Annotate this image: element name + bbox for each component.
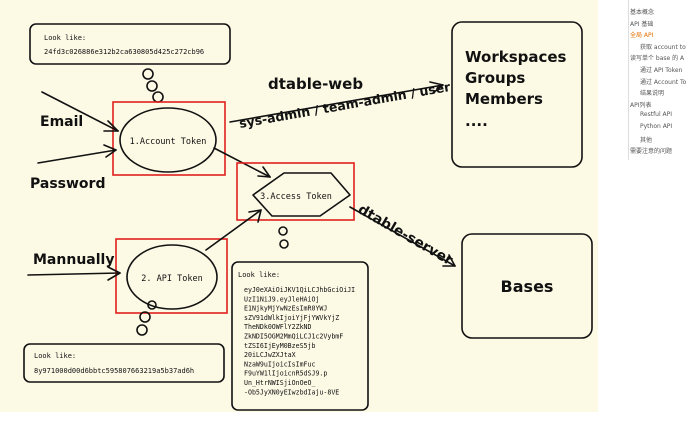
access-token-label: 3.Access Token: [260, 192, 332, 202]
thought-bubble-dot: [279, 239, 289, 249]
dtable-server-arrow: [349, 206, 456, 267]
toc-item[interactable]: 基本概念: [630, 9, 655, 16]
access-token-line: UzI1NiJ9.eyJleHAiOj: [244, 295, 319, 303]
access-token-line: ZkNDI5OGM2MmQiLCJ1c2VybmF: [244, 333, 343, 341]
thought-bubble-dot: [142, 68, 154, 80]
bases-box: [461, 233, 593, 339]
api-to-access-arrow: [205, 209, 262, 251]
access-token-line: 20iLCJwZXJtaX: [244, 351, 296, 359]
password-arrow: [37, 149, 117, 164]
thought-bubble-dot: [136, 324, 148, 336]
access-token-line: F9uYW1lIjoicnR5dSJ9.p: [244, 370, 327, 378]
toc-item[interactable]: 需要注意的问题: [630, 148, 673, 156]
password-arrowhead: [103, 144, 117, 158]
thought-bubble-dot: [278, 226, 288, 236]
api-token-label: 2. API Token: [141, 274, 202, 284]
bases-label: Bases: [501, 277, 554, 296]
access-token-line: NzaW9uIjoicIsImFuc: [244, 360, 315, 368]
email-arrow: [41, 91, 119, 132]
access-token-note-label: Look like:: [238, 271, 280, 279]
toc-divider: [628, 0, 629, 160]
dtable-web-arrowhead: [429, 81, 444, 94]
access-token-line: E1NjkyMjYwNzEsImR0YWJ: [244, 305, 327, 313]
password-label: Password: [30, 176, 105, 192]
diagram-canvas: Look like: 24fd3c026886e312b2ca630805d42…: [0, 0, 598, 412]
access-token-line: TheNDk0OWFlY2ZkND: [244, 323, 312, 331]
table-of-contents: 基本概念 API 基础全局 API 获取 account to 读写单个 base 的…: [630, 0, 690, 427]
account-token-highlight: [112, 101, 226, 176]
email-label: Email: [40, 114, 83, 130]
api-token-ellipse: [126, 244, 218, 310]
api-token-note-label: Look like:: [34, 352, 76, 360]
toc-item[interactable]: Restful API: [640, 111, 673, 119]
toc-item[interactable]: 其他: [640, 136, 653, 144]
access-token-note-box: [231, 261, 369, 411]
manually-label: Mannually: [33, 252, 114, 268]
groups-label: Groups: [465, 69, 525, 87]
toc-item[interactable]: Python API: [640, 123, 673, 130]
access-token-line: -Ob5JyXN0yEIwzbdIaju-8VE: [244, 388, 339, 396]
account-token-ellipse: [119, 107, 217, 173]
api-token-note-value: 8y971000d00d6bbtc595807663219a5b37ad6h: [34, 367, 194, 375]
members-label: Members: [465, 90, 543, 108]
email-arrowhead: [103, 120, 119, 132]
toc-item[interactable]: 全局 API: [630, 32, 654, 40]
thought-bubble-dot: [147, 300, 157, 310]
workspaces-label: Workspaces: [465, 48, 567, 66]
toc-item[interactable]: 通过 Account To: [640, 78, 687, 86]
access-token-line: Un_HtrNWISjiOnOeO_: [244, 379, 315, 387]
dtable-web-label: dtable-web: [268, 75, 363, 93]
access-token-line: eyJ0eXAiOiJKV1QiLCJhbGciOiJI: [244, 286, 355, 294]
access-token-line: sZV91dWlkIjoiYjFjYWVkYjZ: [244, 314, 339, 322]
toc-item[interactable]: 通过 API Token: [640, 67, 683, 74]
access-token-note-value: eyJ0eXAiOiJKV1QiLCJhbGciOiJIUzI1NiJ9.eyJ…: [244, 286, 355, 396]
thought-bubble-dot: [146, 80, 158, 92]
account-to-access-arrowhead: [257, 166, 271, 178]
toc-item[interactable]: 读写单个 base 的 A: [630, 55, 685, 63]
toc-item[interactable]: 结果说明: [640, 90, 665, 98]
api-token-note-box: [23, 343, 225, 383]
manually-arrow: [27, 272, 121, 276]
toc-item[interactable]: 获取 account to: [640, 43, 686, 51]
toc-item[interactable]: API列表: [630, 101, 652, 109]
dtable-server-arrowhead: [442, 254, 456, 267]
thought-bubble-dot: [139, 311, 151, 323]
access-token-line: tZSI6IjEyM0BzeS5jb: [244, 342, 315, 350]
dtable-web-arrow: [229, 84, 444, 123]
toc-item[interactable]: API 基础: [630, 20, 654, 28]
manually-arrowhead: [107, 266, 121, 281]
api-to-access-arrowhead: [248, 209, 262, 223]
access-token-highlight: [236, 162, 355, 221]
account-token-note-box: [29, 23, 231, 65]
account-token-note-label: Look like:: [44, 34, 86, 42]
more-ellipsis: ....: [465, 112, 488, 130]
account-token-note-value: 24fd3c026886e312b2ca630805d425c272cb96: [44, 48, 204, 56]
account-token-label: 1.Account Token: [130, 137, 207, 147]
workspaces-box: [451, 21, 583, 168]
access-token-diamond: [252, 172, 351, 217]
